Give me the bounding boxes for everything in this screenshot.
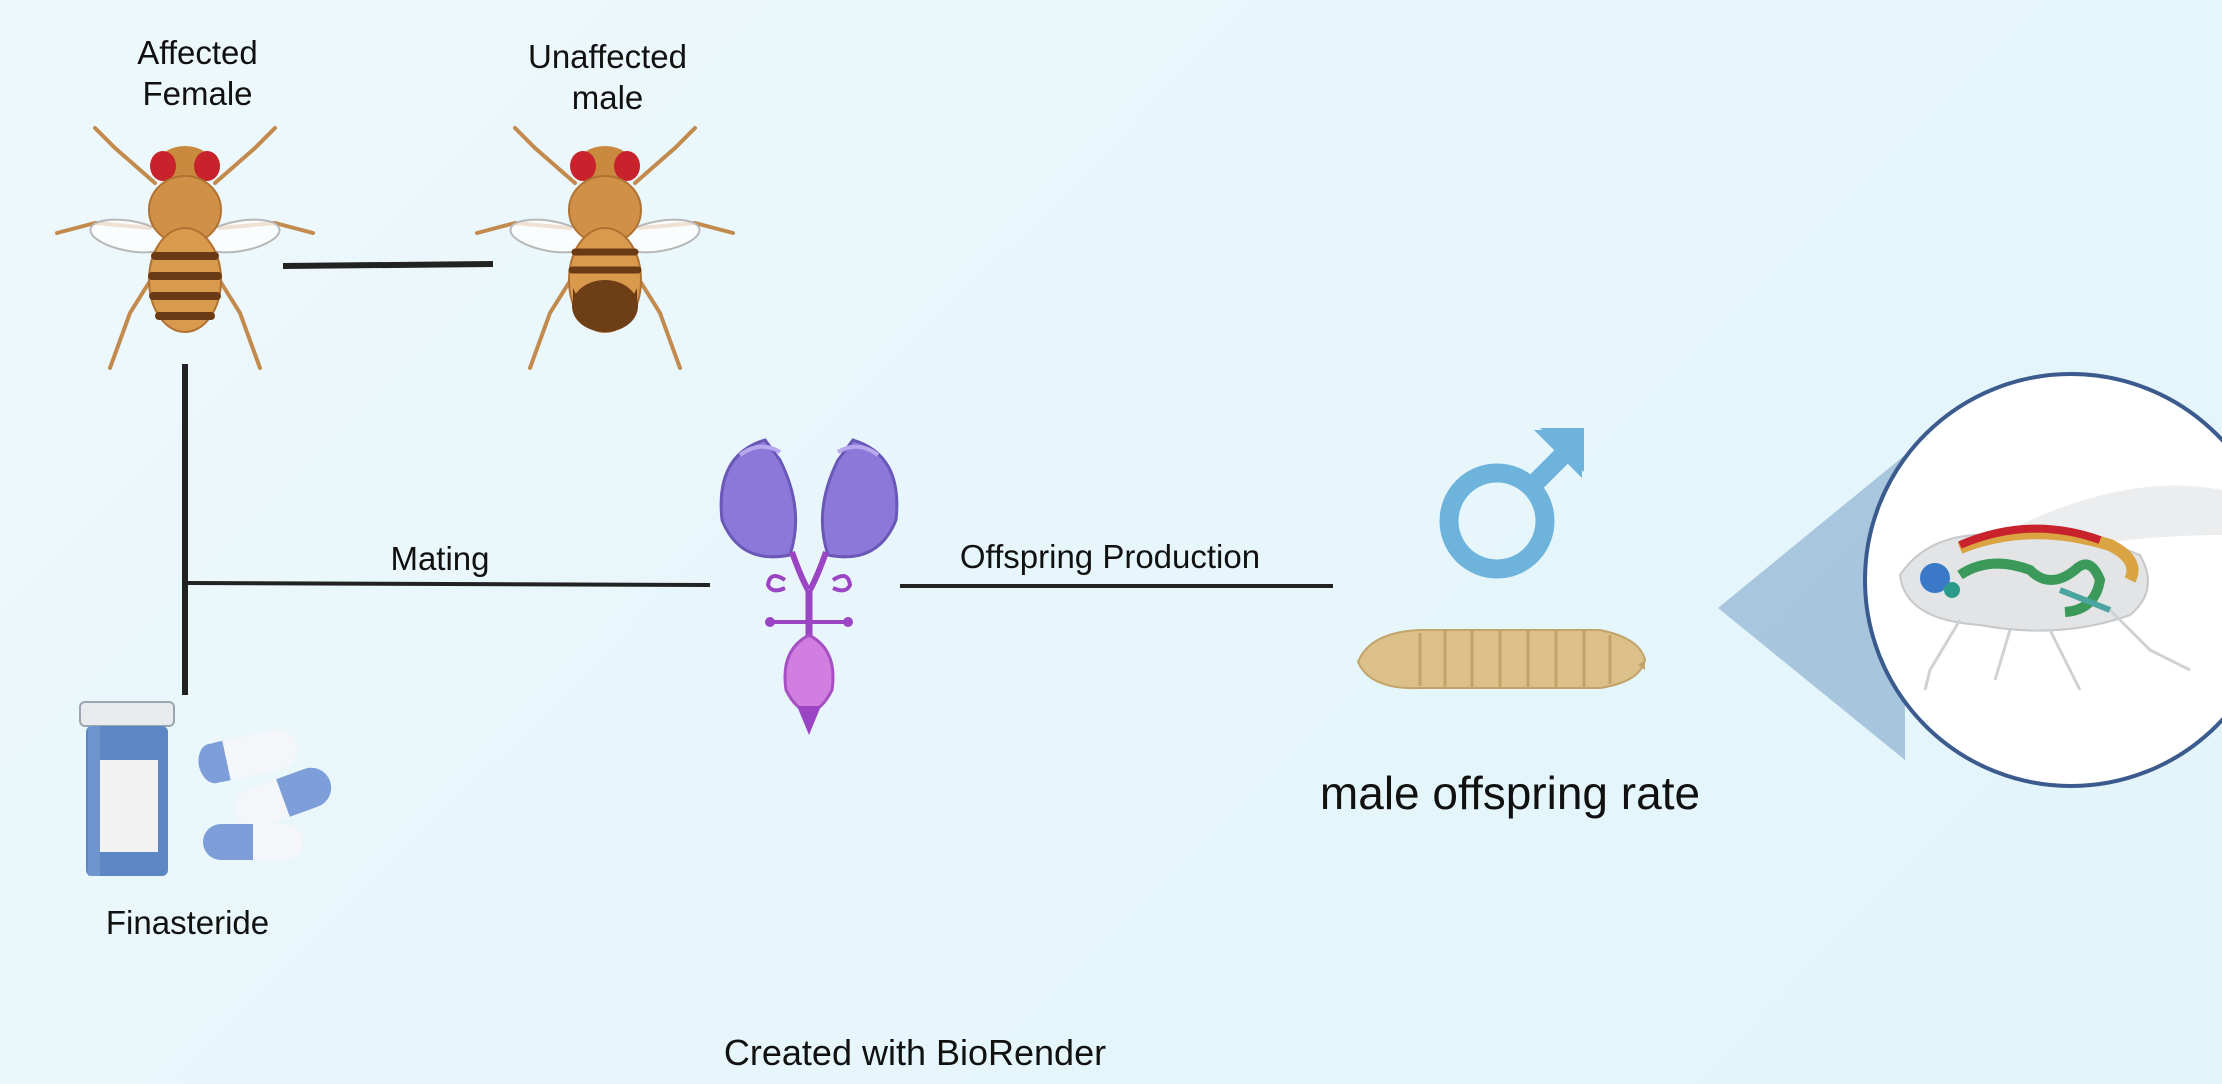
capsule-icon [195, 726, 337, 860]
finasteride-label: Finasteride [80, 902, 295, 943]
affected-female-label: Affected Female [105, 32, 290, 115]
larva-icon [1358, 630, 1645, 688]
unaffected-male-label-line2: male [505, 77, 710, 118]
female-fly-icon [57, 128, 313, 368]
fly-anatomy-icon [1865, 374, 2222, 786]
mating-label: Mating [340, 538, 540, 579]
mating-line [188, 583, 710, 585]
male-fly-icon [477, 128, 733, 368]
unaffected-male-label-line1: Unaffected [505, 36, 710, 77]
affected-female-label-line1: Affected [105, 32, 290, 73]
biorender-credit: Created with BioRender [680, 1030, 1150, 1075]
pill-bottle-icon [80, 702, 174, 876]
affected-female-label-line2: Female [105, 73, 290, 114]
pairing-line [283, 264, 493, 266]
unaffected-male-label: Unaffected male [505, 36, 710, 119]
ovary-icon [721, 440, 897, 735]
offspring-production-label: Offspring Production [920, 536, 1300, 577]
male-symbol-icon [1449, 428, 1584, 569]
male-offspring-rate-label: male offspring rate [1250, 765, 1770, 823]
